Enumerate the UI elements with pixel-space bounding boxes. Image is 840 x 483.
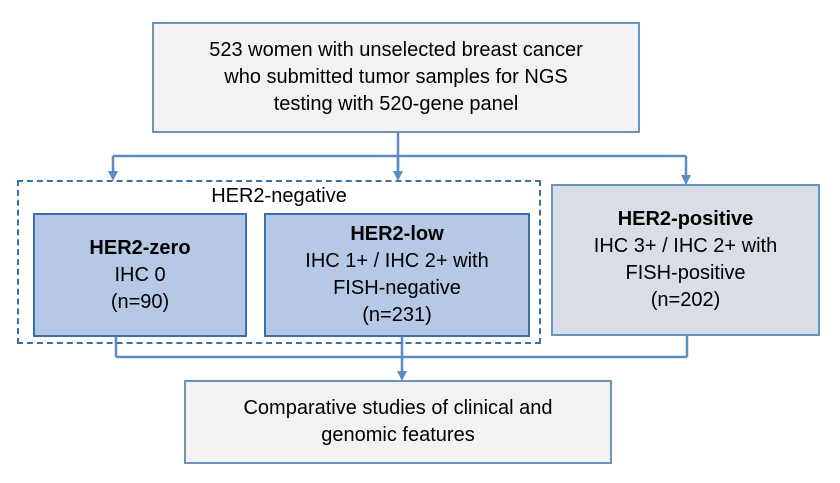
- her2-low-line-1: IHC 1+ / IHC 2+ with: [305, 250, 489, 272]
- her2-low-box: HER2-low IHC 1+ / IHC 2+ with FISH-negat…: [264, 213, 530, 337]
- her2-low-line-2: FISH-negative: [333, 277, 461, 299]
- cohort-line-3: testing with 520-gene panel: [273, 93, 519, 115]
- her2-negative-title: HER2-negative: [211, 185, 347, 207]
- her2-zero-box: HER2-zero IHC 0 (n=90): [33, 213, 247, 337]
- comparative-line-2: genomic features: [321, 424, 475, 446]
- her2-positive-box: HER2-positive IHC 3+ / IHC 2+ with FISH-…: [551, 184, 820, 336]
- her2-positive-count: (n=202): [650, 289, 721, 311]
- cohort-line-1: 523 women with unselected breast cancer: [209, 39, 583, 61]
- cohort-line-2: who submitted tumor samples for NGS: [224, 66, 568, 88]
- comparative-line-1: Comparative studies of clinical and: [243, 397, 553, 419]
- her2-low-title: HER2-low: [350, 223, 444, 245]
- her2-positive-line-1: IHC 3+ / IHC 2+ with: [593, 235, 778, 257]
- her2-positive-line-2: FISH-positive: [625, 262, 746, 284]
- her2-low-count: (n=231): [362, 304, 432, 326]
- her2-positive-title: HER2-positive: [617, 208, 754, 230]
- her2-negative-group: [17, 180, 541, 344]
- comparative-studies-box: Comparative studies of clinical and geno…: [184, 380, 612, 464]
- her2-zero-count: (n=90): [110, 290, 170, 313]
- cohort-box: 523 women with unselected breast cancer …: [152, 22, 640, 133]
- her2-zero-title: HER2-zero: [89, 236, 191, 259]
- her2-zero-line-1: IHC 0: [114, 263, 166, 286]
